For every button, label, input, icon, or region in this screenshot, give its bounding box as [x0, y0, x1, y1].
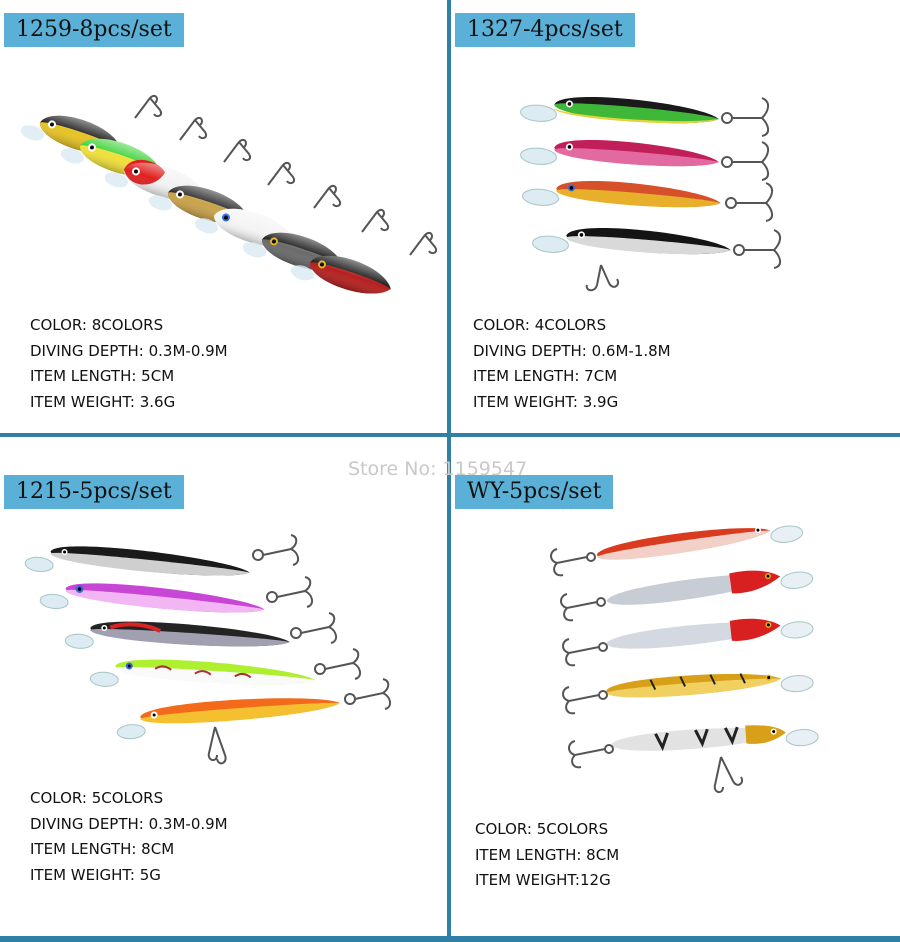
lure-5	[116, 698, 340, 740]
treble-hooks	[134, 94, 438, 256]
lure-2	[606, 570, 814, 605]
spec-item-weight: ITEM WEIGHT: 5G	[30, 865, 161, 884]
spec-color: COLOR: 4COLORS	[473, 316, 607, 334]
product-panel-1259: 1259-8pcs/set	[0, 0, 447, 433]
bottom-divider	[0, 936, 900, 942]
spec-list: COLOR: 4COLORS DIVING DEPTH: 0.6M-1.8M I…	[473, 313, 671, 415]
lure-3	[522, 181, 721, 208]
spec-color: COLOR: 5COLORS	[30, 789, 164, 807]
lure-2	[39, 583, 265, 613]
minnow-set-image	[520, 97, 781, 292]
spec-list: COLOR: 5COLORS DIVING DEPTH: 0.3M-0.9M I…	[30, 786, 228, 888]
spec-diving-depth: DIVING DEPTH: 0.3M-0.9M	[30, 814, 228, 833]
minnow-wy-set-image	[550, 525, 819, 793]
spec-color: COLOR: 5COLORS	[475, 820, 609, 838]
horizontal-divider	[0, 433, 900, 437]
lure-5	[611, 725, 819, 752]
store-watermark: Store No: 1159547	[348, 458, 528, 480]
treble-hooks	[207, 534, 391, 765]
spec-item-weight: ITEM WEIGHT:12G	[475, 871, 611, 890]
spec-item-length: ITEM LENGTH: 8CM	[30, 840, 175, 859]
lure-1	[520, 97, 719, 124]
crankbait-set-image	[20, 94, 438, 294]
treble-hooks	[550, 548, 743, 793]
spec-diving-depth: DIVING DEPTH: 0.6M-1.8M	[473, 341, 671, 360]
panel-title: 1215-5pcs/set	[4, 475, 184, 509]
spec-item-length: ITEM LENGTH: 8CM	[475, 845, 620, 864]
spec-item-weight: ITEM WEIGHT: 3.6G	[30, 392, 176, 411]
lure-7	[290, 255, 391, 294]
spec-list: COLOR: 8COLORS DIVING DEPTH: 0.3M-0.9M I…	[30, 313, 228, 415]
treble-hooks	[585, 97, 781, 292]
lure-3	[606, 618, 814, 649]
spec-list: COLOR: 5COLORS ITEM LENGTH: 8CM ITEM WEI…	[475, 817, 619, 894]
vertical-divider	[447, 0, 451, 942]
spec-diving-depth: DIVING DEPTH: 0.3M-0.9M	[30, 341, 228, 360]
lure-2	[520, 140, 719, 167]
spec-item-length: ITEM LENGTH: 7CM	[473, 367, 618, 386]
lure-1	[596, 525, 804, 560]
spec-color: COLOR: 8COLORS	[30, 316, 164, 334]
lure-4	[89, 659, 315, 687]
product-panel-wy: WY-5pcs/set	[451, 437, 900, 936]
spec-item-length: ITEM LENGTH: 5CM	[30, 367, 175, 386]
lure-3	[64, 621, 290, 649]
spec-item-weight: ITEM WEIGHT: 3.9G	[473, 392, 619, 411]
panel-title: WY-5pcs/set	[455, 475, 614, 509]
panel-title: 1259-8pcs/set	[4, 13, 184, 47]
lure-4	[606, 673, 814, 698]
product-panel-1215: 1215-5pcs/set	[0, 437, 447, 936]
lure-4	[532, 228, 731, 255]
product-panel-1327: 1327-4pcs/set	[451, 0, 900, 433]
jerkbait-set-image	[24, 534, 391, 765]
lure-1	[24, 546, 250, 576]
panel-title: 1327-4pcs/set	[455, 13, 635, 47]
